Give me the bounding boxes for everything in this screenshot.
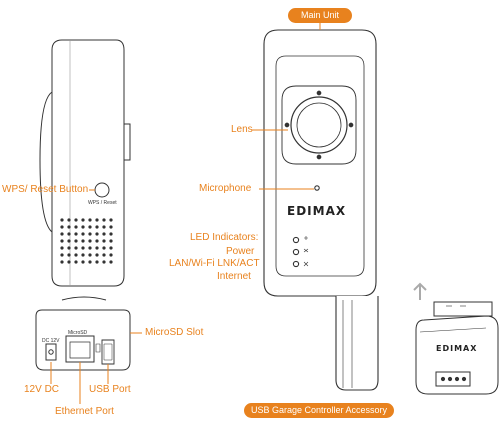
dc-print: DC 12V bbox=[42, 338, 60, 344]
grille-hole bbox=[60, 239, 64, 243]
brand-logo-small: EDIMAX bbox=[436, 344, 478, 353]
grille-hole bbox=[88, 232, 92, 236]
dc-12v-label: 12V DC bbox=[24, 384, 60, 395]
grille-hole bbox=[88, 253, 92, 257]
power-label: Power bbox=[226, 246, 255, 257]
grille-hole bbox=[95, 239, 99, 243]
grille-hole bbox=[60, 246, 64, 250]
grille-hole bbox=[81, 239, 85, 243]
grille-hole bbox=[95, 253, 99, 257]
grille-hole bbox=[109, 218, 113, 222]
grille-hole bbox=[109, 232, 113, 236]
grille-hole bbox=[67, 239, 71, 243]
grille-hole bbox=[102, 218, 106, 222]
grille-hole bbox=[95, 218, 99, 222]
grille-hole bbox=[81, 246, 85, 250]
microphone-label: Microphone bbox=[199, 183, 252, 194]
grille-hole bbox=[67, 232, 71, 236]
grille-hole bbox=[67, 260, 71, 264]
grille-hole bbox=[67, 218, 71, 222]
grille-hole bbox=[109, 225, 113, 229]
grille-hole bbox=[74, 232, 78, 236]
grille-hole bbox=[102, 232, 106, 236]
grille-hole bbox=[88, 260, 92, 264]
grille-hole bbox=[102, 253, 106, 257]
usb-accessory-heading: USB Garage Controller Accessory bbox=[244, 403, 394, 418]
grille-hole bbox=[60, 232, 64, 236]
grille-hole bbox=[81, 232, 85, 236]
grille-hole bbox=[102, 260, 106, 264]
grille-hole bbox=[60, 253, 64, 257]
grille-hole bbox=[102, 246, 106, 250]
wps-reset-print: WPS / Reset bbox=[88, 200, 117, 206]
usb-port-label: USB Port bbox=[89, 384, 131, 395]
grille-hole bbox=[81, 225, 85, 229]
grille-hole bbox=[88, 246, 92, 250]
main-unit-heading: Main Unit bbox=[288, 8, 352, 23]
grille-hole bbox=[88, 239, 92, 243]
grille-hole bbox=[102, 239, 106, 243]
grille-hole bbox=[74, 239, 78, 243]
grille-hole bbox=[109, 246, 113, 250]
grille-hole bbox=[95, 225, 99, 229]
grille-hole bbox=[67, 225, 71, 229]
lan-wifi-label: LAN/Wi-Fi LNK/ACT bbox=[169, 258, 260, 269]
side-view-device bbox=[39, 39, 131, 287]
grille-hole bbox=[60, 260, 64, 264]
grille-hole bbox=[81, 260, 85, 264]
grille-hole bbox=[67, 253, 71, 257]
speaker-grille bbox=[60, 218, 113, 264]
usb-accessory-device bbox=[413, 282, 499, 395]
lens-label: Lens bbox=[231, 124, 253, 135]
grille-hole bbox=[74, 218, 78, 222]
grille-hole bbox=[95, 232, 99, 236]
grille-hole bbox=[74, 253, 78, 257]
grille-hole bbox=[60, 218, 64, 222]
led-indicators-label: LED Indicators: bbox=[190, 232, 259, 243]
grille-hole bbox=[74, 246, 78, 250]
ethernet-port-label: Ethernet Port bbox=[55, 406, 114, 417]
grille-hole bbox=[88, 225, 92, 229]
grille-hole bbox=[81, 218, 85, 222]
main-unit-device bbox=[263, 29, 379, 391]
microsd-print: MicroSD bbox=[68, 330, 88, 336]
bottom-view-device bbox=[35, 296, 131, 371]
brand-logo: EDIMAX bbox=[287, 204, 347, 218]
grille-hole bbox=[81, 253, 85, 257]
grille-hole bbox=[109, 239, 113, 243]
grille-hole bbox=[60, 225, 64, 229]
grille-hole bbox=[74, 225, 78, 229]
callout-lines bbox=[50, 23, 321, 404]
grille-hole bbox=[95, 260, 99, 264]
grille-hole bbox=[102, 225, 106, 229]
grille-hole bbox=[74, 260, 78, 264]
grille-hole bbox=[88, 218, 92, 222]
grille-hole bbox=[109, 253, 113, 257]
grille-hole bbox=[67, 246, 71, 250]
grille-hole bbox=[109, 260, 113, 264]
microsd-slot-label: MicroSD Slot bbox=[145, 327, 204, 338]
internet-label: Internet bbox=[217, 271, 251, 282]
grille-hole bbox=[95, 246, 99, 250]
wps-reset-label: WPS/ Reset Button bbox=[2, 184, 89, 195]
